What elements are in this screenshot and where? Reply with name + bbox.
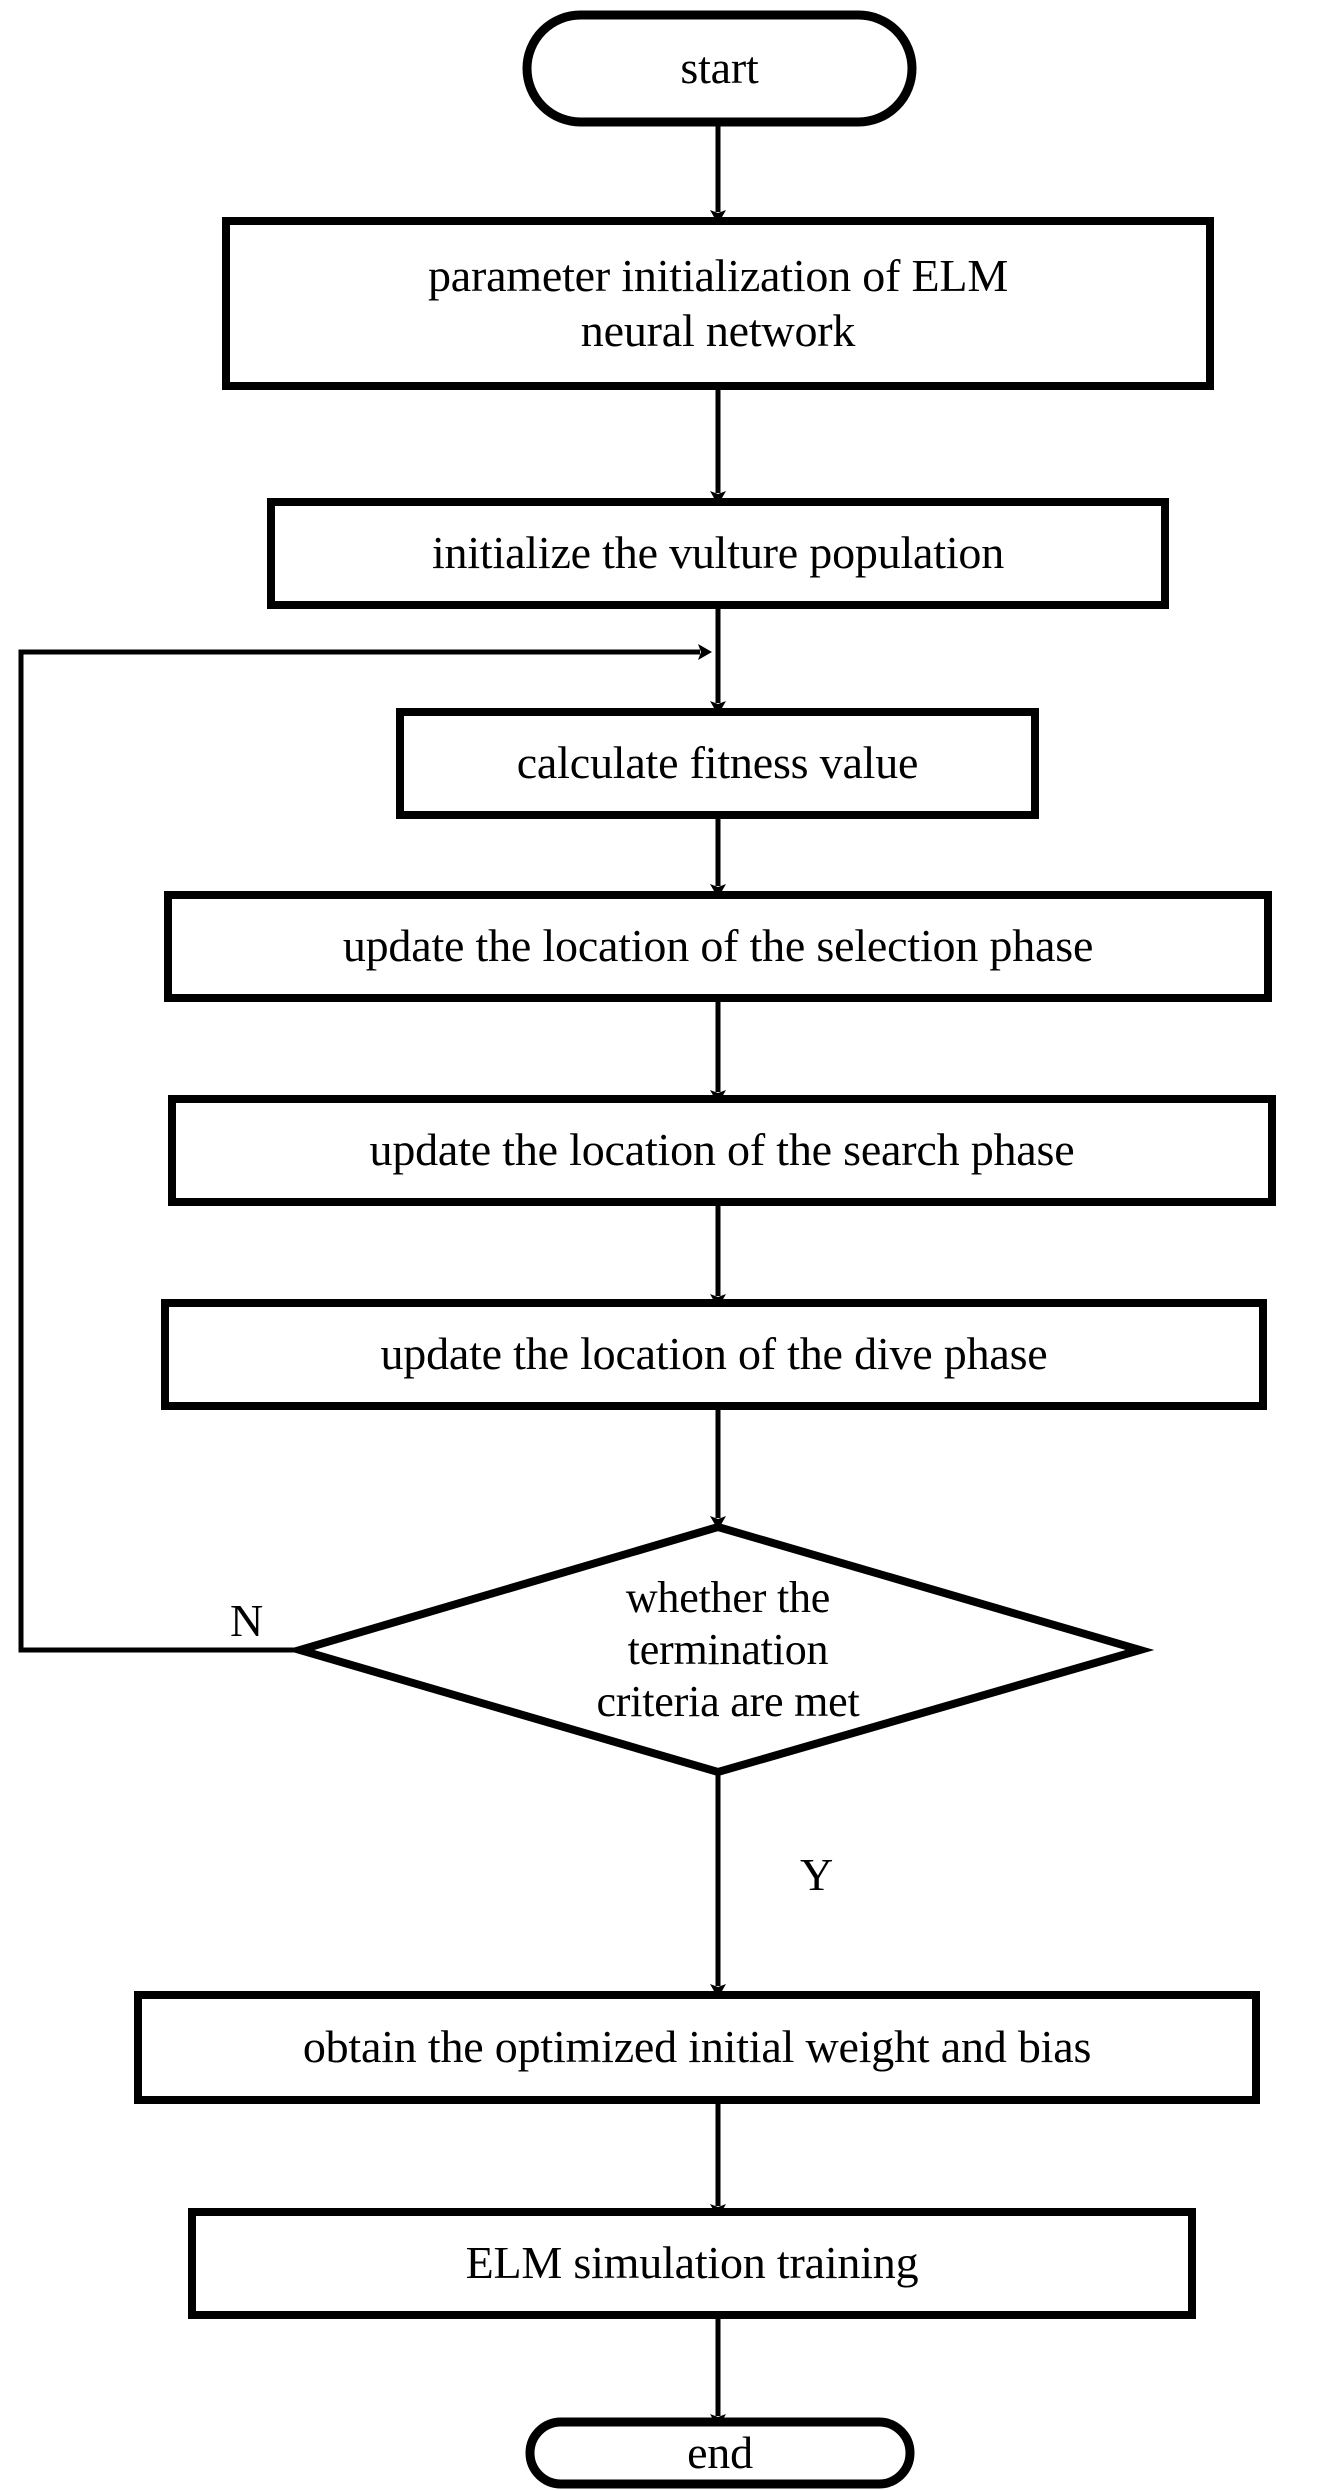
node-shape-obtain-weights[interactable] bbox=[134, 1991, 1260, 2104]
connector-decision-no-feedback-loop bbox=[18, 644, 712, 1653]
node-shape-search-phase[interactable] bbox=[168, 1095, 1276, 1206]
node-shape-dive-phase[interactable] bbox=[161, 1299, 1267, 1410]
node-shape-selection-phase[interactable] bbox=[164, 891, 1272, 1002]
node-shape-elm-training[interactable] bbox=[188, 2208, 1196, 2319]
node-shape-end[interactable] bbox=[525, 2417, 915, 2489]
node-shape-param-init[interactable] bbox=[222, 217, 1214, 390]
node-shape-fitness[interactable] bbox=[396, 708, 1039, 819]
node-shape-start[interactable] bbox=[522, 10, 917, 127]
node-shape-init-population[interactable] bbox=[267, 498, 1169, 609]
node-shape-decision[interactable] bbox=[285, 1522, 1155, 1777]
